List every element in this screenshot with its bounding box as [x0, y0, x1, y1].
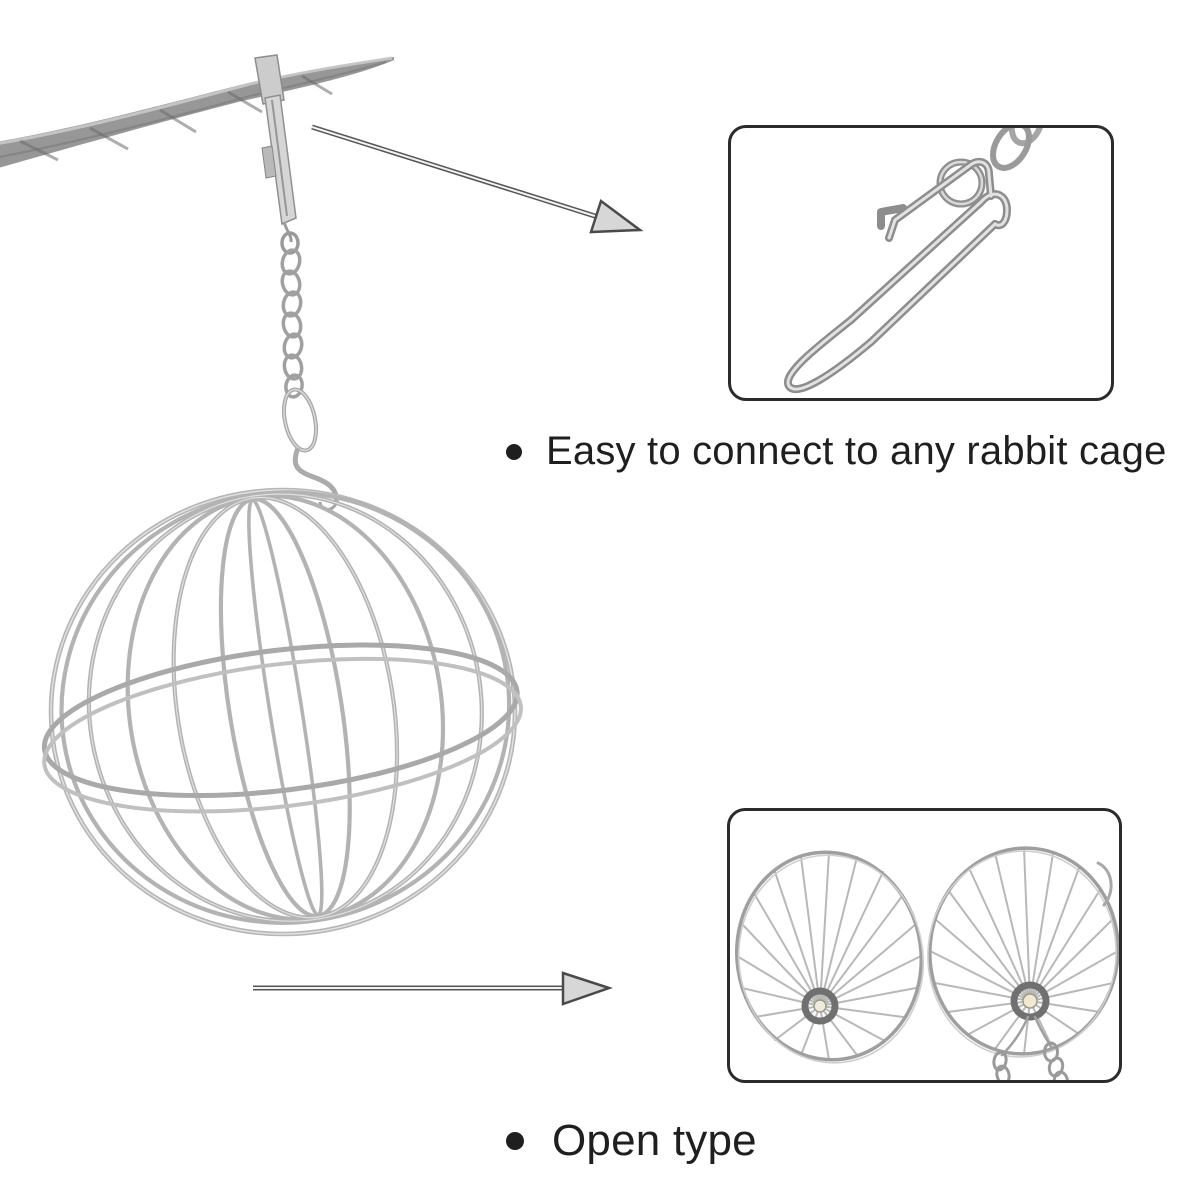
feature-open-type-label: Open type: [552, 1116, 757, 1165]
closeup-snap-hook-highlight: [786, 160, 1009, 391]
feature-connect: Easy to connect to any rabbit cage: [506, 429, 1167, 474]
left-hub: [801, 987, 839, 1025]
arrow-to-open-type-closeup: [253, 971, 613, 1006]
feature-connect-label: Easy to connect to any rabbit cage: [546, 429, 1167, 473]
bullet-dot: [506, 443, 522, 460]
open-halves-inset: [727, 808, 1122, 1083]
clip-closeup-art: [784, 128, 1046, 394]
feature-open-type: Open type: [506, 1116, 757, 1166]
right-hub: [1010, 981, 1050, 1021]
ball-equator-band: [41, 642, 523, 814]
hanging-chain: [280, 248, 339, 511]
right-open-half: [927, 846, 1119, 1080]
inset-chain-tails: [992, 1015, 1070, 1080]
hanging-rod: [0, 56, 394, 168]
rod-clip: [254, 54, 300, 255]
bullet-dot: [506, 1132, 524, 1150]
rod-twist-texture: [19, 74, 333, 162]
clip-closeup-inset: [728, 125, 1114, 401]
wire-hay-ball: [41, 487, 523, 937]
arrow-to-clip-closeup: [311, 124, 644, 234]
left-open-half: [735, 850, 925, 1064]
open-halves-art: [735, 846, 1119, 1080]
right-half-latch-wire: [1096, 861, 1113, 907]
